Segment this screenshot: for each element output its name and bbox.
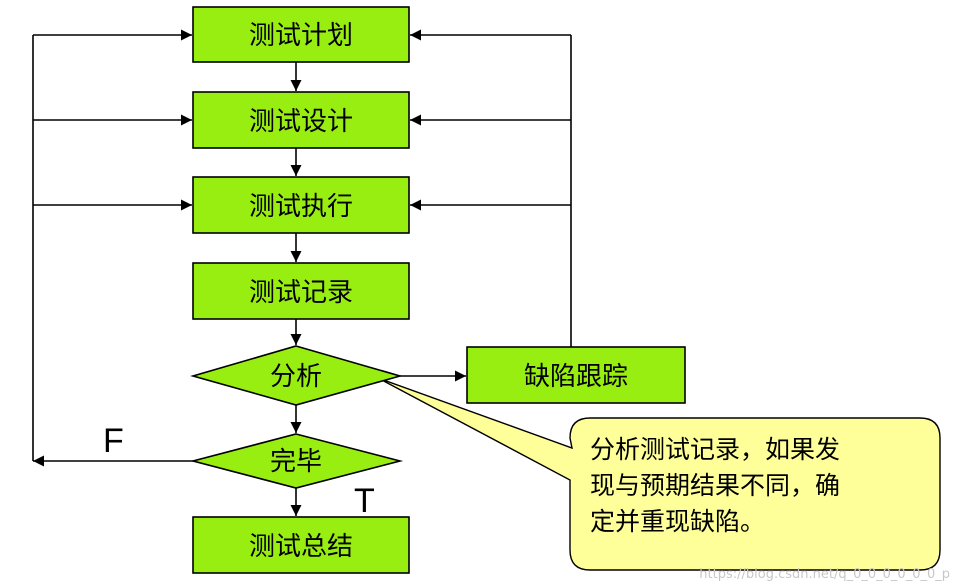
node-test-summary-label: 测试总结 (249, 532, 353, 562)
node-test-record-label: 测试记录 (249, 278, 353, 308)
branch-label-true: T (354, 482, 375, 520)
branch-label-false: F (103, 422, 124, 460)
callout-balloon (377, 377, 941, 571)
node-test-record: 测试记录 (192, 262, 410, 320)
node-test-plan: 测试计划 (192, 6, 410, 63)
decision-complete: 完毕 (189, 433, 404, 489)
node-defect-tracking: 缺陷跟踪 (466, 346, 686, 404)
decision-complete-label: 完毕 (270, 447, 322, 477)
callout-line-1: 分析测试记录，如果发 (590, 435, 840, 464)
node-test-plan-label: 测试计划 (249, 21, 353, 51)
node-test-execute-label: 测试执行 (249, 192, 353, 222)
decision-analyze-label: 分析 (270, 362, 322, 392)
watermark: https://blog.csdn.net/q_0_0_0_0_0_0_p (699, 567, 950, 582)
callout-line-2: 现与预期结果不同，确 (590, 471, 840, 500)
callout-line-3: 定并重现缺陷。 (590, 507, 765, 536)
node-defect-tracking-label: 缺陷跟踪 (524, 362, 628, 392)
node-test-summary: 测试总结 (192, 516, 410, 574)
node-test-execute: 测试执行 (192, 176, 410, 234)
node-test-design-label: 测试设计 (249, 107, 353, 137)
decision-analyze: 分析 (190, 345, 403, 406)
node-test-design: 测试设计 (192, 91, 410, 149)
